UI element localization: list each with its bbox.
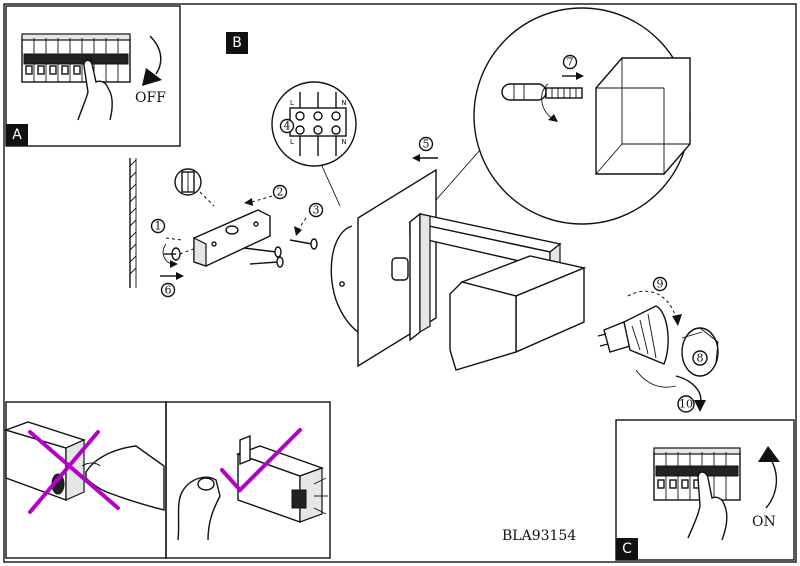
terminal-label-n-top: N — [341, 99, 346, 107]
step-marker-7: 7 — [562, 54, 578, 70]
panel-c-tag-bg — [616, 538, 638, 560]
step-marker-9: 9 — [652, 276, 668, 292]
hand-icon — [77, 55, 113, 121]
step-arrow-6 — [160, 272, 184, 280]
step-marker-2: 2 — [272, 184, 288, 200]
step-arrow-5 — [412, 154, 438, 162]
wrong-handling-panel — [3, 401, 167, 559]
step-marker-3: 3 — [308, 202, 324, 218]
svg-text:6: 6 — [165, 284, 172, 297]
step-arrow-9 — [627, 290, 682, 388]
wrong-cross-icon — [28, 430, 120, 514]
off-label: OFF — [135, 90, 166, 106]
screw-icon — [243, 238, 318, 268]
terminal-block-detail — [271, 81, 357, 207]
step-arrow-3 — [294, 217, 307, 236]
panel-a-frame — [5, 5, 181, 147]
step-arrow-2 — [244, 195, 273, 206]
step-marker-1: 1 — [150, 218, 166, 234]
step-arrow-10 — [675, 375, 706, 412]
panel-c: ON C — [615, 419, 795, 561]
step-marker-4: 4 — [279, 118, 295, 134]
hand-icon-c — [687, 471, 728, 541]
panel-c-tag: C — [622, 541, 632, 557]
panel-a-tag-bg — [6, 124, 28, 146]
svg-text:10: 10 — [679, 398, 693, 411]
svg-text:8: 8 — [697, 352, 704, 365]
product-code: BLA93154 — [502, 528, 576, 544]
wall-plug-icon — [174, 168, 215, 207]
step-marker-8: 8 — [692, 350, 708, 366]
terminal-label-l-bottom: L — [290, 138, 294, 146]
panel-b-tag: B — [232, 35, 242, 51]
outer-frame — [3, 3, 797, 563]
fixture-lamp-cube — [449, 255, 587, 371]
detail-magnifier — [435, 7, 691, 225]
panel-c-frame — [615, 419, 795, 561]
gu10-bulb-icon — [597, 305, 669, 365]
step-arrow-7 — [541, 72, 584, 122]
terminal-label-l-top: L — [290, 99, 294, 107]
terminal-label-n-bottom: N — [341, 138, 346, 146]
breaker-off-icon — [21, 33, 131, 83]
rotate-down-arrow-icon — [142, 35, 162, 86]
step-marker-10: 10 — [677, 395, 695, 413]
panel-a-tag: A — [12, 127, 22, 143]
correct-check-icon — [220, 428, 302, 493]
svg-text:5: 5 — [423, 138, 430, 151]
panel-b-tag-bg — [226, 32, 248, 54]
step-marker-5: 5 — [418, 136, 434, 152]
correct-handling-panel — [165, 401, 331, 559]
step-arrow-1 — [162, 237, 183, 268]
svg-text:9: 9 — [657, 278, 664, 291]
svg-text:4: 4 — [284, 120, 291, 133]
step-marker-6: 6 — [160, 282, 176, 298]
svg-text:7: 7 — [567, 56, 574, 69]
threaded-rod-icon — [501, 83, 583, 101]
on-label: ON — [752, 514, 776, 530]
rotate-up-arrow-icon — [758, 446, 780, 509]
mounting-bracket-icon — [193, 209, 271, 267]
svg-text:3: 3 — [313, 204, 320, 217]
wall — [129, 158, 137, 288]
breaker-on-icon — [653, 447, 741, 501]
panel-a: OFF A — [5, 5, 181, 147]
svg-text:2: 2 — [277, 186, 284, 199]
svg-text:1: 1 — [155, 220, 162, 233]
step-markers: 1 2 3 4 5 6 7 8 — [150, 54, 708, 413]
small-screw-icon — [164, 247, 197, 261]
